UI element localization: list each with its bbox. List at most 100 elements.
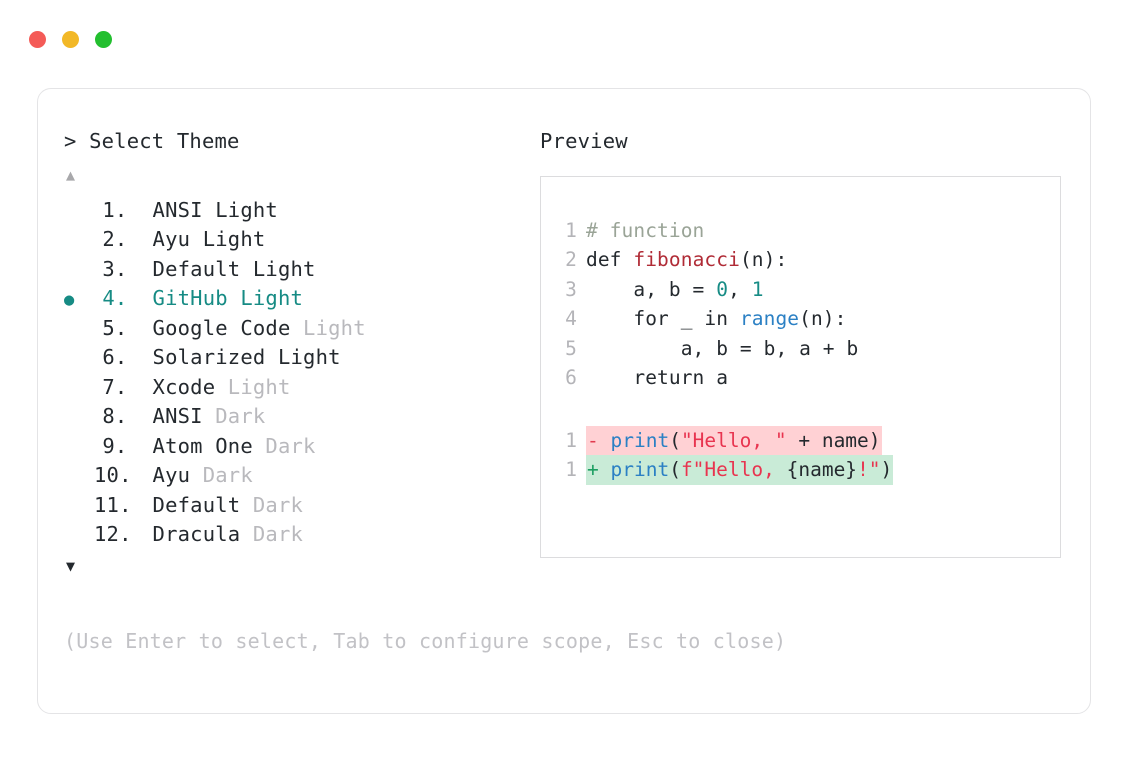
code-token: (	[669, 428, 681, 452]
theme-item-mode: Dark	[240, 492, 304, 517]
theme-list-item[interactable]: 6. Solarized Light	[64, 345, 524, 375]
code-token: (	[669, 458, 681, 481]
theme-item-number: 3.	[102, 256, 140, 281]
code-line: 1 # function	[555, 219, 1060, 249]
code-line-content: for _ in range(n):	[586, 307, 847, 330]
line-number: 1	[565, 458, 577, 481]
code-line-content: def fibonacci(n):	[586, 248, 787, 271]
code-line-content: a, b = 0, 1	[586, 278, 764, 301]
theme-item-mode: Light	[215, 374, 291, 399]
theme-item-number: 12.	[94, 522, 145, 546]
theme-item-name: Dracula	[140, 522, 241, 546]
theme-item-number: 8.	[102, 404, 140, 428]
line-number: 1	[565, 428, 577, 452]
code-token: !"	[857, 458, 881, 481]
theme-list-item[interactable]: 7. Xcode Light	[64, 375, 524, 405]
code-line: 4 for _ in range(n):	[555, 307, 1060, 337]
theme-item-number: 6.	[102, 345, 140, 369]
theme-item-mode: Dark	[190, 463, 253, 487]
theme-item-number: 4.	[102, 286, 140, 310]
code-line: 6 return a	[555, 366, 1060, 396]
theme-item-mode: Light	[290, 315, 366, 340]
theme-item-name: Atom One	[140, 433, 253, 458]
code-token: "Hello, "	[680, 428, 787, 452]
theme-item-number: 2.	[102, 227, 140, 251]
code-line-content: # function	[586, 219, 704, 242]
line-number: 6	[565, 366, 577, 389]
code-token: print	[610, 428, 670, 452]
code-line-content: a, b = b, a + b	[586, 336, 859, 360]
line-number: 1	[565, 218, 577, 242]
diff-block: 1- print("Hello, " + name)1+ print(f"Hel…	[555, 425, 1060, 485]
code-token: fibonacci	[633, 248, 740, 271]
theme-list-item[interactable]: 8. ANSI Dark	[64, 404, 524, 434]
code-token: 0	[716, 277, 729, 301]
theme-list-item[interactable]: 5. Google Code Light	[64, 316, 524, 346]
theme-list-item[interactable]: 2. Ayu Light	[64, 227, 524, 257]
code-line: 2 def fibonacci(n):	[555, 248, 1060, 278]
theme-item-mode: Dark	[252, 433, 316, 458]
code-token: (n):	[799, 307, 847, 330]
theme-list-item[interactable]: 12. Dracula Dark	[64, 522, 524, 552]
theme-list-item[interactable]: 1. ANSI Light	[64, 198, 524, 228]
diff-sign: +	[587, 458, 611, 481]
code-token: for _ in	[586, 307, 740, 330]
prompt-header: > Select Theme	[64, 129, 240, 153]
code-token: def	[586, 248, 634, 271]
theme-item-name: GitHub Light	[140, 286, 304, 310]
close-window-button[interactable]	[29, 31, 46, 48]
line-number: 2	[565, 248, 577, 271]
code-line: 3 a, b = 0, 1	[555, 278, 1060, 308]
theme-list-item[interactable]: 10. Ayu Dark	[64, 463, 524, 493]
code-token: return a	[586, 366, 729, 389]
theme-list-item[interactable]: 9. Atom One Dark	[64, 434, 524, 464]
scroll-down-icon[interactable]: ▼	[66, 556, 76, 575]
scroll-up-icon[interactable]: ▲	[66, 165, 76, 184]
theme-item-name: Xcode	[140, 374, 216, 399]
code-token: a, b =	[586, 277, 717, 301]
code-token: )	[880, 458, 893, 481]
code-token: range	[739, 307, 800, 330]
theme-list-item[interactable]: ● 4. GitHub Light	[64, 286, 524, 316]
theme-item-number: 11.	[94, 492, 145, 517]
code-line: 5 a, b = b, a + b	[555, 337, 1060, 367]
theme-item-name: ANSI Light	[140, 197, 278, 222]
line-number: 5	[565, 336, 577, 360]
code-token: a, b = b, a + b	[586, 336, 859, 360]
line-number: 4	[565, 307, 577, 330]
theme-item-number: 1.	[102, 197, 140, 222]
theme-item-name: Default	[140, 492, 241, 517]
code-token: # function	[586, 218, 705, 242]
theme-item-name: ANSI	[140, 404, 203, 428]
theme-item-name: Solarized Light	[140, 345, 341, 369]
code-token: + name)	[786, 428, 881, 452]
theme-item-number: 10.	[94, 463, 145, 487]
diff-line-content: + print(f"Hello, {name}!")	[586, 455, 894, 485]
code-token: print	[610, 458, 670, 481]
diff-sign: -	[587, 428, 611, 452]
theme-item-name: Ayu	[140, 463, 191, 487]
theme-item-number: 9.	[102, 433, 140, 458]
theme-list-item[interactable]: 11. Default Dark	[64, 493, 524, 523]
diff-line-del: 1- print("Hello, " + name)	[555, 425, 1060, 456]
code-token: 1	[751, 277, 764, 301]
line-number: 3	[565, 277, 577, 301]
theme-item-number: 5.	[102, 315, 140, 340]
theme-item-mode: Dark	[240, 522, 304, 546]
code-token: ,	[728, 277, 752, 301]
minimize-window-button[interactable]	[62, 31, 79, 48]
diff-line-content: - print("Hello, " + name)	[586, 425, 882, 456]
maximize-window-button[interactable]	[95, 31, 112, 48]
diff-line-add: 1 + print(f"Hello, {name}!")	[555, 455, 1060, 485]
selected-bullet-icon: ●	[64, 290, 75, 310]
theme-list-item[interactable]: 3. Default Light	[64, 257, 524, 287]
code-token: f"Hello,	[680, 458, 787, 481]
code-line-content: return a	[586, 366, 728, 389]
code-token: {name}	[786, 458, 858, 481]
window-controls	[29, 31, 112, 48]
